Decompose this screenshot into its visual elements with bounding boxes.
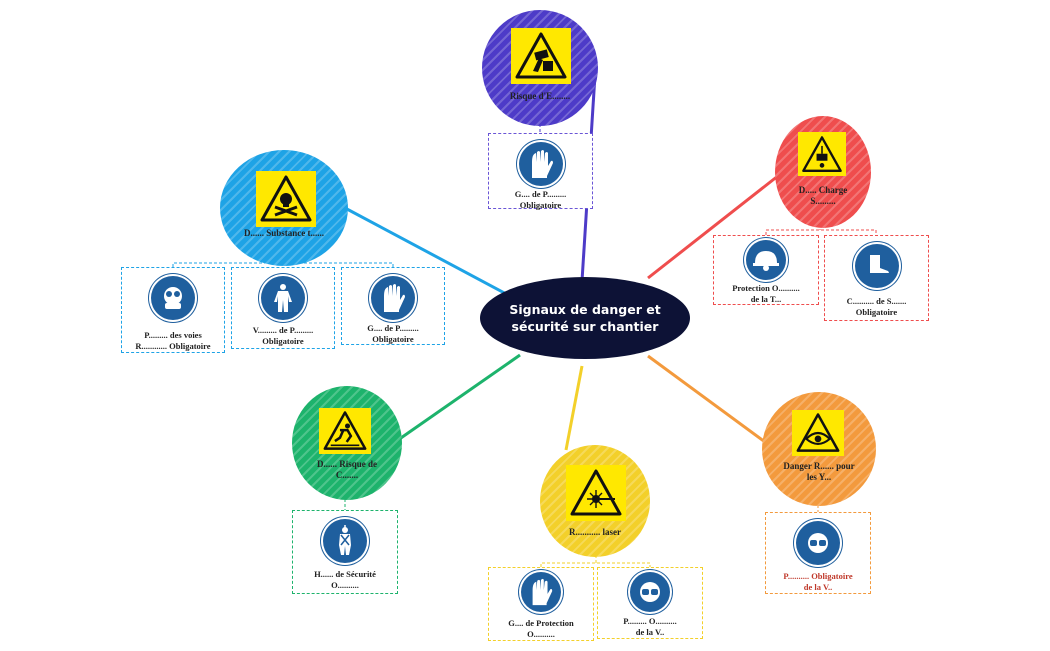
item-box-left-coverall: V......... de P......... Obligatoire [231, 267, 335, 349]
sign-entrainement [511, 28, 571, 84]
sign-eye [792, 410, 844, 456]
gloves-icon [521, 572, 561, 612]
connector-bottom [564, 365, 584, 451]
laser-icon [570, 469, 622, 516]
sign-fall [319, 408, 371, 454]
item-box-bottom-goggles: P......... O.......... de la V.. [597, 567, 703, 639]
node-label-bottom-left: D...... Risque de C....... [316, 459, 377, 480]
item-box-bottom-gloves: G.... de Protection O.......... [488, 567, 594, 641]
node-label-bottom-right: Danger R...... pour les Y... [783, 461, 855, 482]
node-label-right: D..... Charge S......... [798, 185, 848, 206]
item-box-bottom-left-harness: H...... de Sécurité O.......... [292, 510, 398, 594]
node-label-left: D...... Substance t...... [243, 228, 324, 238]
node-label-top: Risque d'E........ [509, 91, 571, 101]
connector-right [647, 170, 784, 280]
respirator-icon [151, 276, 195, 320]
connector-bottom-left [397, 353, 521, 442]
item-box-top-gloves: G.... de P......... Obligatoire [488, 133, 593, 210]
item-text-top-gloves: G.... de P......... Obligatoire [514, 189, 567, 210]
item-box-left-respirator: P......... des voies R............ Oblig… [121, 267, 225, 353]
harness-icon [323, 519, 367, 563]
fall-icon [323, 411, 367, 450]
central-topic-line2: sécurité sur chantier [511, 319, 659, 334]
central-topic-line1: Signaux de danger et [509, 302, 661, 317]
goggles-icon [630, 572, 670, 612]
item-text-left-gloves: G.... de P......... Obligatoire [367, 323, 419, 344]
toxic-icon [260, 175, 312, 222]
connector-bottom-right [647, 354, 766, 444]
item-text-bottom-goggles: P......... O.......... de la V.. [623, 616, 677, 637]
item-text-bottom-left-harness: H...... de Sécurité O.......... [314, 569, 376, 590]
goggles-icon [796, 521, 840, 565]
node-label-bottom: R........... laser [569, 527, 621, 537]
sign-suspended-load [798, 132, 846, 176]
helmet-icon [746, 240, 786, 280]
item-box-left-gloves: G.... de P......... Obligatoire [341, 267, 445, 345]
item-box-right-helmet: Protection O.......... de la T... [713, 235, 819, 305]
item-box-bottom-right-goggles: P.......... Obligatoire de la V.. [765, 512, 871, 594]
eye-icon [796, 413, 840, 452]
entrainement-icon [515, 32, 567, 79]
item-text-right-helmet: Protection O.......... de la T... [732, 283, 800, 304]
connector-left [344, 206, 513, 299]
suspended-load-icon [802, 135, 842, 172]
gloves-icon [518, 142, 563, 186]
sign-toxic [256, 171, 316, 227]
central-topic: Signaux de danger et sécurité sur chanti… [482, 279, 688, 357]
item-text-right-boots: C.......... de S....... Obligatoire [846, 296, 907, 317]
coverall-icon [261, 276, 305, 320]
boots-icon [854, 244, 899, 288]
item-text-left-coverall: V......... de P......... Obligatoire [252, 325, 314, 346]
item-text-bottom-gloves: G.... de Protection O.......... [508, 618, 574, 639]
sign-laser [566, 465, 626, 521]
gloves-icon [371, 276, 415, 320]
item-box-right-boots: C.......... de S....... Obligatoire [824, 235, 929, 321]
item-text-left-respirator: P......... des voies R............ Oblig… [135, 330, 211, 351]
item-text-bottom-right-goggles: P.......... Obligatoire de la V.. [783, 571, 853, 592]
